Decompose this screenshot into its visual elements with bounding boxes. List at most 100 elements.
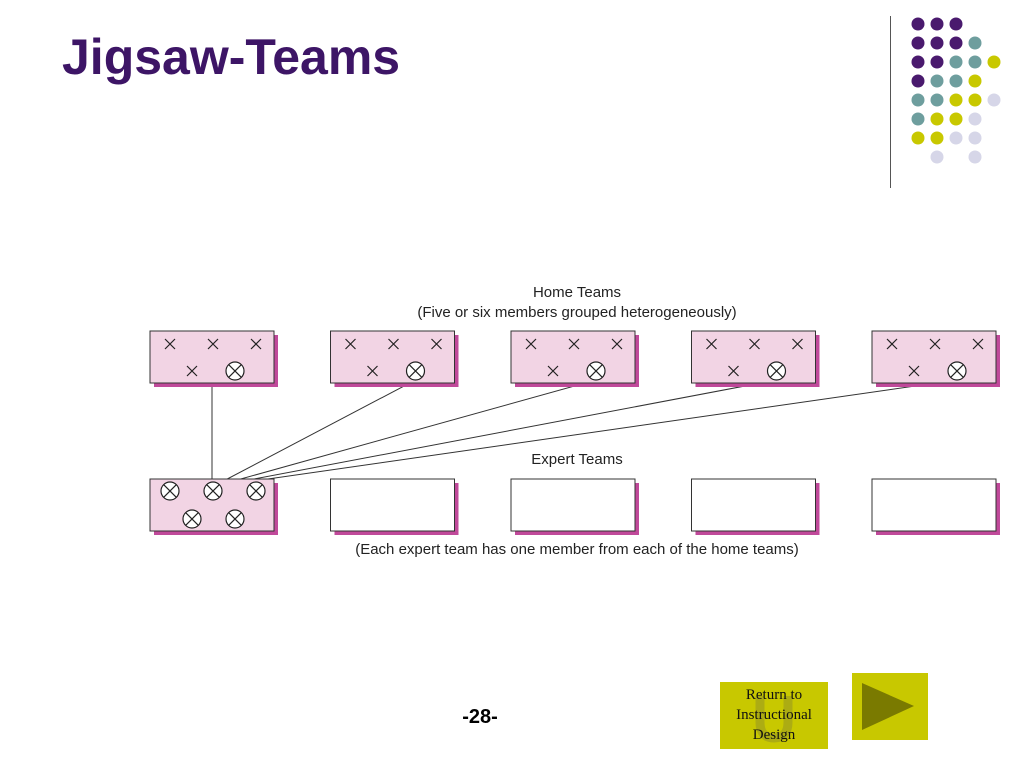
dot-olive — [968, 74, 982, 88]
home-to-expert-line — [211, 379, 777, 488]
home-teams-subtitle: (Five or six members grouped heterogeneo… — [417, 304, 737, 321]
vertical-divider — [890, 16, 891, 188]
home-to-expert-line — [211, 379, 597, 488]
member-x-mark — [525, 338, 537, 350]
play-triangle-icon — [862, 683, 914, 730]
expert-team-box — [691, 478, 820, 535]
box-frame — [510, 330, 636, 384]
expert-member-cross — [185, 512, 199, 526]
home-team-box — [149, 330, 278, 387]
connector-lines — [211, 379, 958, 488]
dot-grid-decoration — [911, 17, 1001, 164]
member-x-mark — [749, 338, 760, 350]
expert-member-cross — [206, 484, 220, 498]
home-to-expert-line — [211, 379, 416, 488]
member-x-mark — [908, 365, 920, 377]
dot-olive — [968, 93, 982, 107]
dot-lavender — [949, 131, 963, 145]
dot-teal — [949, 55, 963, 69]
expert-member-cross — [163, 484, 177, 498]
member-x-mark — [345, 338, 356, 350]
home-teams-title: Home Teams — [532, 284, 622, 301]
dot-teal — [911, 112, 925, 126]
box-frame — [149, 330, 275, 384]
next-slide-button[interactable] — [852, 673, 928, 740]
box-frame — [871, 330, 997, 384]
dot-purple — [930, 36, 944, 50]
box-frame — [691, 478, 816, 532]
dot-teal — [930, 74, 944, 88]
jigsaw-diagram: Home Teams (Five or six members grouped … — [140, 280, 1010, 570]
dot-olive — [930, 131, 944, 145]
expert-team-box — [149, 478, 278, 535]
member-x-mark — [972, 338, 984, 350]
home-team-box — [871, 330, 1000, 387]
expert-member-cross — [249, 484, 263, 498]
expert-team-box — [330, 478, 459, 535]
box-frame — [691, 330, 816, 384]
expert-member-cross — [950, 364, 964, 378]
box-frame — [330, 478, 455, 532]
dot-lavender — [930, 150, 944, 164]
dot-olive — [911, 131, 925, 145]
expert-team-box — [871, 478, 1000, 535]
dot-purple — [911, 74, 925, 88]
dot-purple — [930, 55, 944, 69]
box-frame — [871, 478, 997, 532]
member-x-mark — [929, 338, 941, 350]
expert-member-cross — [228, 512, 242, 526]
member-x-mark — [367, 365, 378, 377]
member-x-mark — [547, 365, 559, 377]
return-to-instructional-design-button[interactable]: Return to Instructional Design — [720, 682, 828, 749]
dot-purple — [911, 17, 925, 31]
member-x-mark — [611, 338, 623, 350]
dot-teal — [968, 55, 982, 69]
home-team-box — [691, 330, 820, 387]
member-x-mark — [250, 338, 262, 350]
dot-lavender — [968, 131, 982, 145]
member-x-mark — [164, 338, 176, 350]
dot-purple — [949, 17, 963, 31]
dot-purple — [911, 55, 925, 69]
member-x-mark — [886, 338, 898, 350]
expert-member-cross — [228, 364, 242, 378]
return-button-label: Return to Instructional Design — [736, 687, 812, 743]
expert-team-box — [510, 478, 639, 535]
diagram-caption: (Each expert team has one member from ea… — [355, 541, 799, 558]
teams-graphic — [149, 330, 1000, 535]
box-frame — [510, 478, 636, 532]
dot-purple — [911, 36, 925, 50]
member-x-mark — [431, 338, 442, 350]
dot-olive — [949, 93, 963, 107]
dot-olive — [930, 112, 944, 126]
dot-teal — [949, 74, 963, 88]
expert-member-cross — [769, 364, 784, 378]
dot-teal — [911, 93, 925, 107]
home-team-box — [330, 330, 459, 387]
member-x-mark — [728, 365, 739, 377]
expert-member-cross — [408, 364, 423, 378]
dot-olive — [949, 112, 963, 126]
member-x-mark — [792, 338, 803, 350]
member-x-mark — [186, 365, 198, 377]
expert-teams-title: Expert Teams — [531, 451, 623, 468]
dot-teal — [968, 36, 982, 50]
u-return-icon — [755, 696, 793, 743]
dot-purple — [930, 17, 944, 31]
member-x-mark — [706, 338, 717, 350]
member-x-mark — [388, 338, 399, 350]
home-team-box — [510, 330, 639, 387]
slide-title: Jigsaw-Teams — [62, 29, 401, 85]
page-number: -28- — [462, 706, 498, 728]
dot-lavender — [968, 112, 982, 126]
dot-lavender — [968, 150, 982, 164]
dot-teal — [930, 93, 944, 107]
dot-purple — [949, 36, 963, 50]
member-x-mark — [568, 338, 580, 350]
home-to-expert-line — [211, 379, 958, 488]
expert-member-cross — [589, 364, 603, 378]
member-x-mark — [207, 338, 219, 350]
dot-olive — [987, 55, 1001, 69]
dot-lavender — [987, 93, 1001, 107]
box-frame — [330, 330, 455, 384]
